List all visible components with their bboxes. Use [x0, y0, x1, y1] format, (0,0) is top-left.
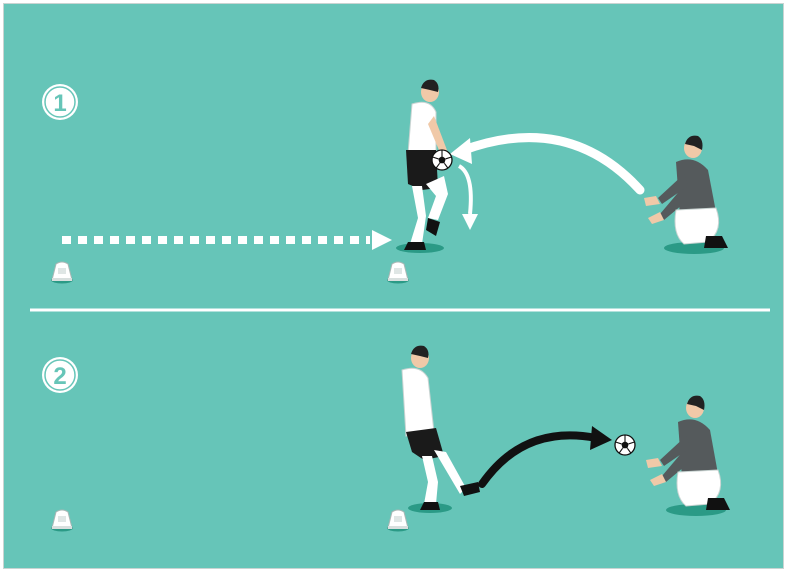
step-1-number: 1	[53, 90, 66, 117]
pitch-background	[4, 4, 783, 568]
ball-icon	[615, 435, 635, 455]
drill-diagram: 1	[3, 3, 784, 569]
step-2-marker: 2	[42, 357, 78, 393]
step-1-marker: 1	[42, 84, 78, 120]
ball-icon	[432, 150, 452, 170]
drill-canvas: 1	[4, 4, 783, 568]
step-2-number: 2	[53, 363, 66, 390]
